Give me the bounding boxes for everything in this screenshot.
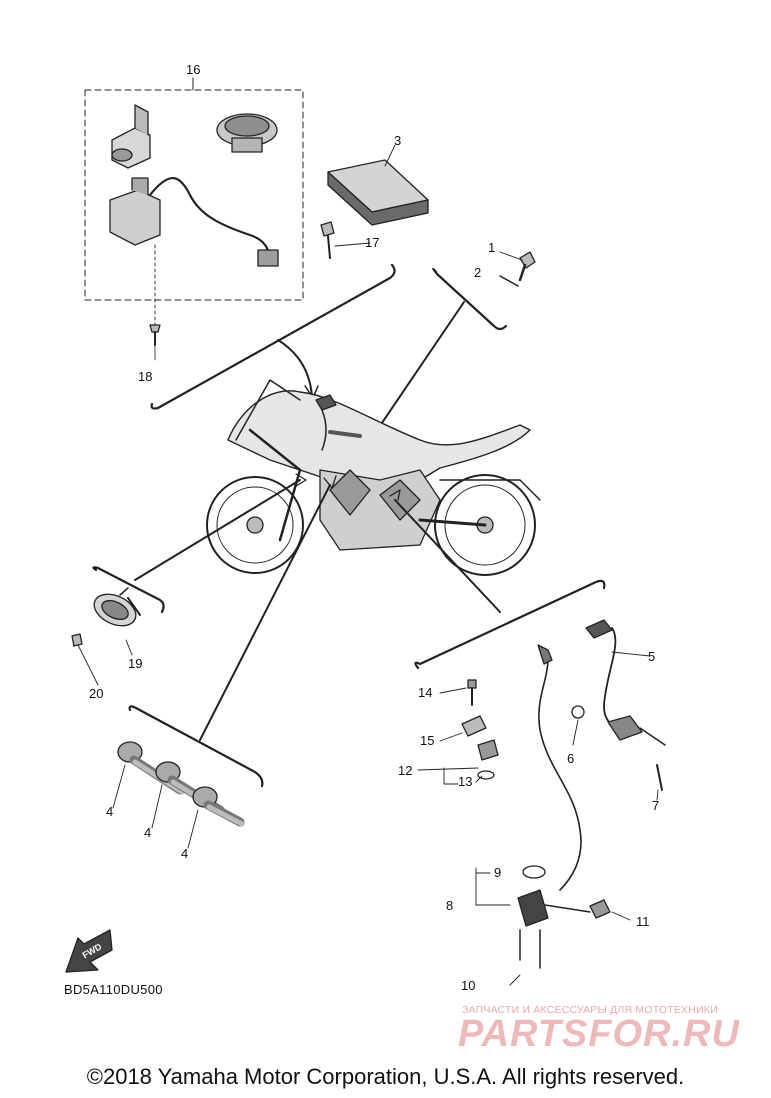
callout-8: 8	[446, 898, 453, 913]
callout-10: 10	[461, 978, 475, 993]
part-15	[439, 715, 487, 742]
bolt-14-part	[439, 679, 477, 706]
watermark-logo: PARTSFOR.RU	[458, 1013, 740, 1055]
control-unit-part	[327, 144, 429, 226]
callout-1: 1	[488, 240, 495, 255]
callout-7: 7	[652, 798, 659, 813]
ignition-coil-3	[192, 786, 245, 827]
sensor-5-part	[585, 619, 666, 746]
bracket-horn	[92, 566, 165, 614]
screw-18-part	[149, 324, 161, 361]
horn-part	[93, 587, 141, 627]
callout-15: 15	[420, 733, 434, 748]
callout-4c: 4	[181, 846, 188, 861]
callout-4b: 4	[144, 825, 151, 840]
watermark-tagline: ЗАПЧАСТИ И АКСЕССУАРЫ ДЛЯ МОТОТЕХНИКИ	[462, 1004, 718, 1016]
callout-13: 13	[458, 774, 472, 789]
o-ring-6-part	[571, 705, 585, 719]
motorcycle-illustration	[206, 379, 541, 576]
copyright-footer: ©2018 Yamaha Motor Corporation, U.S.A. A…	[86, 1064, 685, 1089]
callout-16: 16	[186, 62, 200, 77]
sensor-1-part	[499, 251, 536, 282]
sensor-with-lead-part	[109, 177, 279, 326]
callout-19: 19	[128, 656, 142, 671]
sensor-12-part	[417, 739, 499, 785]
bracket-upper-right	[432, 267, 508, 331]
callout-18: 18	[138, 369, 152, 384]
fwd-arrow-icon: FWD	[65, 929, 113, 973]
callout-9: 9	[494, 865, 501, 880]
diagram-code: BD5A110DU500	[64, 982, 163, 997]
bracket-sensors	[414, 579, 606, 670]
bracket-upper-left	[150, 263, 396, 410]
callout-4a: 4	[106, 804, 113, 819]
callout-20: 20	[89, 686, 103, 701]
callout-3: 3	[394, 133, 401, 148]
callout-14: 14	[418, 685, 432, 700]
clamp-11-part	[589, 899, 631, 921]
callout-12: 12	[398, 763, 412, 778]
bolt-7-part	[656, 764, 663, 801]
callout-11: 11	[636, 914, 650, 929]
pin-2-part	[499, 275, 519, 287]
callout-5: 5	[648, 649, 655, 664]
callout-17: 17	[365, 235, 379, 250]
switch-assembly-part	[111, 104, 151, 169]
callout-labels: 16 3 17 12 18 5 19 20 14 15 6 12 13 7 4 4 4 9 8 11 10	[89, 62, 659, 993]
bolt-20-part	[71, 633, 99, 686]
bracket-coils	[128, 705, 264, 788]
sensor-8-with-wire	[475, 644, 591, 986]
cap-part	[216, 113, 278, 153]
group-16-dashed-box	[84, 89, 304, 301]
callout-2: 2	[474, 265, 481, 280]
callout-6: 6	[567, 751, 574, 766]
key-part	[320, 221, 371, 259]
